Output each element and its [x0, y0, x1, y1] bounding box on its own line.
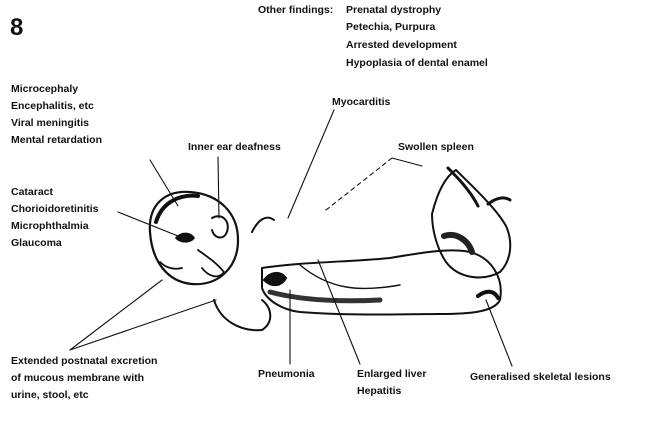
- infant-heel: [478, 292, 498, 298]
- leader-excretion-2: [70, 300, 216, 350]
- leader-eye: [118, 212, 178, 236]
- infant-shoulder: [214, 300, 270, 330]
- infant-ear: [212, 216, 228, 237]
- infant-eye: [176, 234, 194, 242]
- leader-spleen-1: [326, 158, 392, 210]
- infant-chest-shading: [270, 292, 380, 301]
- infant-belly-contour: [300, 265, 400, 288]
- leader-ear: [218, 157, 219, 218]
- infant-leg: [432, 170, 510, 277]
- leader-excretion-1: [70, 280, 162, 350]
- leader-spleen-2: [392, 158, 422, 166]
- infant-body: [262, 250, 501, 314]
- infant-toes: [488, 198, 510, 204]
- infant-fist: [264, 273, 286, 285]
- leader-heart: [288, 110, 334, 218]
- infant-hand: [198, 250, 224, 276]
- leader-skeleton: [486, 300, 512, 366]
- infant-knee-shading: [444, 235, 472, 252]
- leader-liver: [318, 260, 360, 364]
- infant-arm: [252, 218, 274, 232]
